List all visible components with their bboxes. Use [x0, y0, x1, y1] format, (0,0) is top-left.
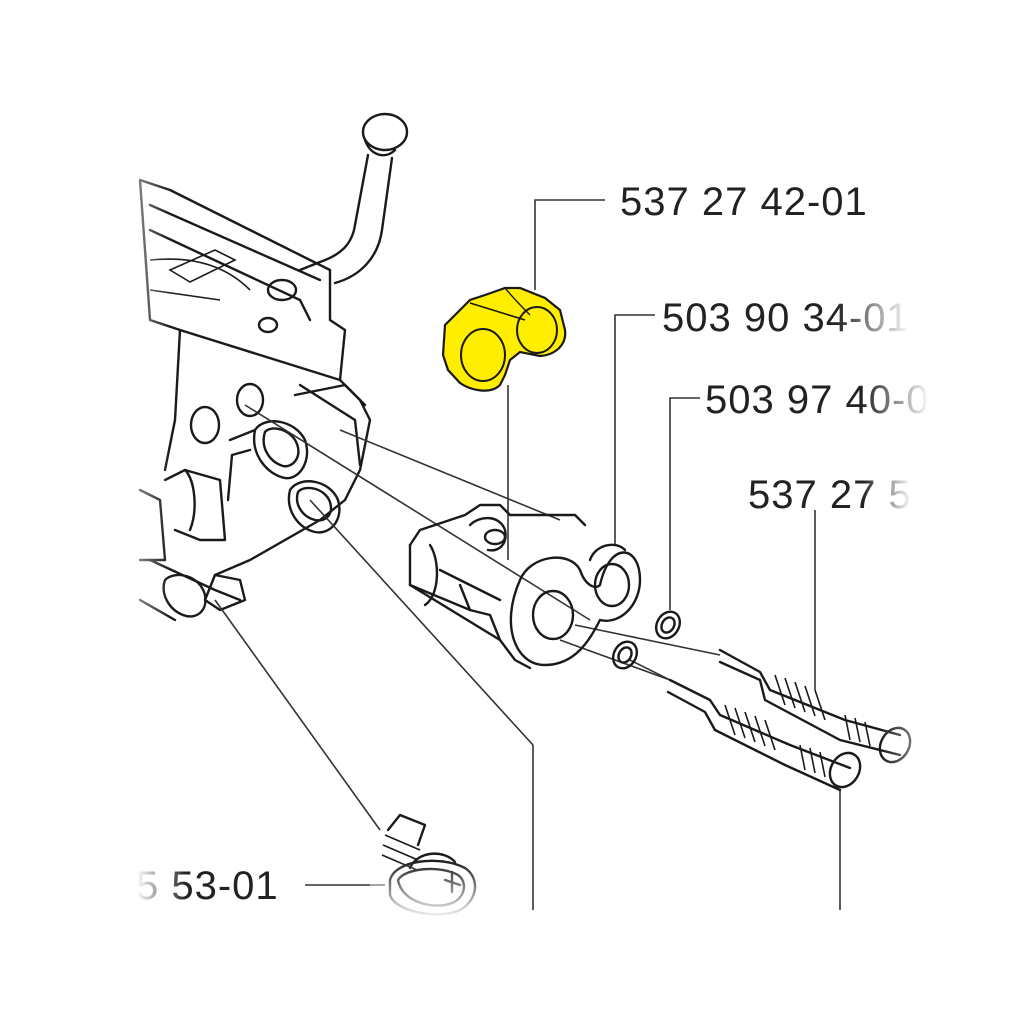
highlighted-part-gasket [441, 286, 567, 392]
part-label-537-27-5: 537 27 5 [748, 473, 912, 517]
part-label-53-01: 5 53-01 [136, 864, 279, 908]
part-label-503-90-34-01: 503 90 34-01 [662, 296, 910, 340]
carburetor-body [100, 112, 409, 670]
adapter-housing [408, 503, 642, 670]
part-label-537-27-42-01: 537 27 42-01 [620, 180, 868, 224]
part-label-503-97-40: 503 97 40-0 [705, 378, 930, 422]
washers [611, 610, 682, 670]
adjusting-needles [666, 648, 960, 820]
screw [370, 813, 490, 920]
